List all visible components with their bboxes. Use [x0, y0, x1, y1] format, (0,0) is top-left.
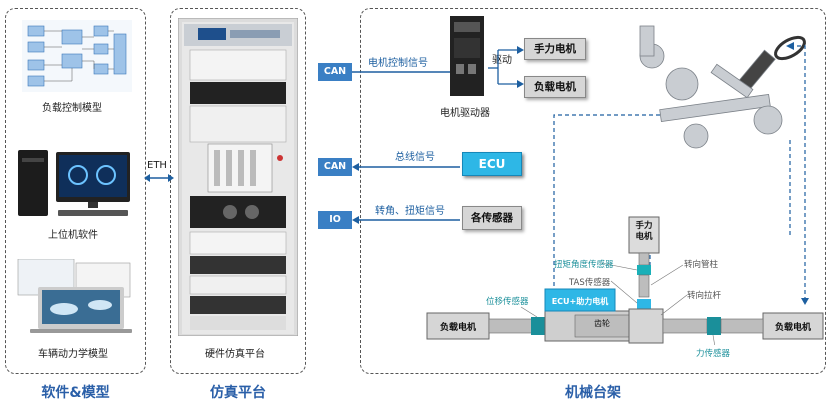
motor-control-signal-label: 电机控制信号: [368, 58, 428, 69]
displacement-sensor-label: 位移传感器: [486, 297, 529, 307]
ecu-assist-motor-label: ECU+助力电机: [551, 297, 609, 306]
hil-rack-image: [178, 18, 298, 336]
steering-assembly-image: [639, 25, 806, 149]
tie-rod-label: 转向拉杆: [687, 291, 722, 301]
platform-panel: [170, 8, 306, 374]
host-pc-image: [18, 150, 130, 216]
bench-panel: [360, 8, 826, 374]
section-title-bench: 机械台架: [565, 385, 621, 401]
section-title-platform: 仿真平台: [210, 385, 266, 401]
torque-angle-sensor-label: 扭矩角度传感器: [554, 260, 614, 270]
steering-column-label: 转向管柱: [684, 260, 719, 270]
hil-platform-label: 硬件仿真平台: [205, 349, 265, 360]
bus-signal-label: 总线信号: [395, 152, 435, 163]
tas-sensor-label: TAS传感器: [569, 278, 611, 288]
gear-label: 齿轮: [594, 319, 610, 328]
section-title-software: 软件&模型: [41, 385, 110, 401]
vehicle-dynamics-image: [17, 259, 132, 333]
force-sensor-label: 力传感器: [696, 349, 731, 359]
io-tag: IO: [318, 211, 352, 229]
load-motor-left-label: 负载电机: [439, 323, 476, 333]
load-motor-right-label: 负载电机: [774, 323, 811, 333]
mechanical-bench-drawing: [426, 216, 824, 345]
eth-label: ETH: [147, 160, 167, 171]
motor-driver-label: 电机驱动器: [440, 108, 490, 119]
eth-arrow: [144, 174, 174, 182]
hand-motor-small-label: 手力 电机: [635, 221, 653, 242]
can-tag-1: CAN: [318, 63, 352, 81]
load-control-model-label: 负载控制模型: [42, 103, 102, 114]
can-tag-2: CAN: [318, 158, 352, 176]
signal-arrows: [352, 68, 460, 224]
host-software-label: 上位机软件: [48, 230, 98, 241]
vehicle-dynamics-label: 车辆动力学模型: [38, 349, 108, 360]
motor-driver-image: [450, 16, 484, 96]
ecu-box: ECU: [462, 152, 522, 176]
angle-torque-signal-label: 转角、扭矩信号: [375, 206, 445, 217]
software-panel: [5, 8, 146, 374]
drive-arrows: [488, 46, 524, 88]
drive-label: 驱动: [492, 55, 512, 66]
load-control-model-image: [22, 20, 132, 92]
sensors-box: 各传感器: [462, 206, 522, 230]
load-motor-box: 负载电机: [524, 76, 586, 98]
hand-motor-box: 手力电机: [524, 38, 586, 60]
